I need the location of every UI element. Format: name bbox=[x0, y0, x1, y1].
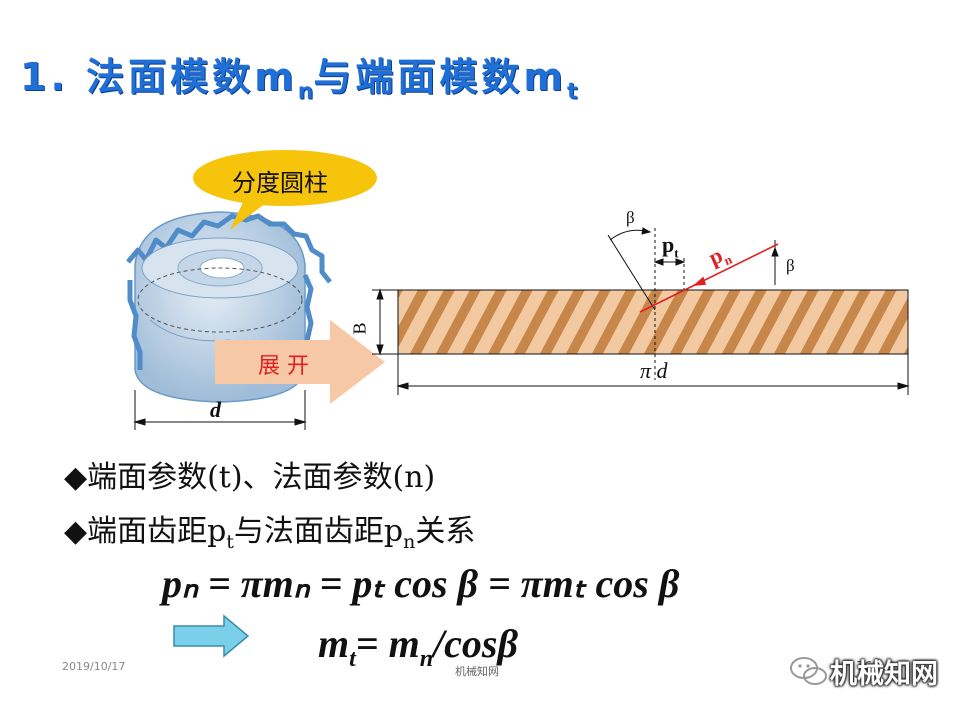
title-m: m bbox=[254, 55, 298, 99]
bullet-2-sub-t: t bbox=[226, 531, 234, 553]
unroll-arrow bbox=[215, 320, 385, 404]
bullet-2-sub-n: n bbox=[403, 531, 416, 553]
title-sub-n: n bbox=[297, 79, 314, 105]
bullet-1: ◆端面参数(t)、法面参数(n) bbox=[64, 460, 436, 495]
circumference-dimension bbox=[396, 354, 910, 395]
title-m2: m bbox=[523, 55, 568, 99]
callout-label: 分度圆柱 bbox=[232, 169, 328, 197]
eq2-sub-n: n bbox=[419, 646, 434, 672]
wechat-icon bbox=[790, 657, 827, 685]
callout-bubble bbox=[193, 150, 377, 230]
pt-sub: t bbox=[674, 245, 679, 261]
eq2-mid: = m bbox=[355, 621, 420, 666]
bullet-2-part-c: 关系 bbox=[415, 514, 476, 549]
bullet-2-part-a: ◆端面齿距p bbox=[64, 514, 227, 549]
beta-label-right: β bbox=[786, 256, 795, 275]
pitch-construction bbox=[607, 227, 779, 380]
pt-p: p bbox=[662, 232, 675, 257]
title-text-2: 与端面模数 bbox=[313, 55, 524, 99]
pt-label: pt bbox=[662, 232, 679, 261]
eq2-end: /cosβ bbox=[433, 621, 518, 666]
circumference-label: π d bbox=[640, 358, 668, 383]
width-label: B bbox=[349, 322, 370, 335]
bullet-2: ◆端面齿距pt与法面齿距pn关系 bbox=[64, 506, 475, 553]
unroll-label: 展 开 bbox=[258, 354, 309, 379]
equation-2: mt= mn/cosβ bbox=[318, 620, 518, 673]
width-dimension bbox=[372, 288, 398, 356]
bullet-2-part-b: 与法面齿距p bbox=[233, 514, 404, 549]
normal-pitch-line bbox=[639, 243, 779, 313]
title-text-1: 1. 法面模数 bbox=[20, 55, 255, 99]
eq2-m: m bbox=[318, 621, 350, 666]
equation-1: pₙ = πmₙ = pₜ cos β = πmₜ cos β bbox=[162, 561, 680, 606]
page-number: 76 bbox=[856, 660, 873, 675]
footer-date: 2019/10/17 bbox=[62, 660, 126, 673]
eq2-sub-t: t bbox=[349, 646, 356, 672]
result-arrow-icon bbox=[173, 614, 250, 658]
title-sub-t: t bbox=[567, 79, 578, 105]
watermark: 机械知网 bbox=[830, 659, 938, 690]
unrolled-strip bbox=[397, 289, 909, 355]
slide-title: 1. 法面模数mn与端面模数mt bbox=[20, 46, 578, 105]
beta-label-left: β bbox=[626, 208, 635, 227]
diameter-dimension bbox=[133, 390, 307, 430]
diameter-label: d bbox=[210, 397, 221, 422]
footer-site: 机械知网 bbox=[455, 665, 499, 678]
